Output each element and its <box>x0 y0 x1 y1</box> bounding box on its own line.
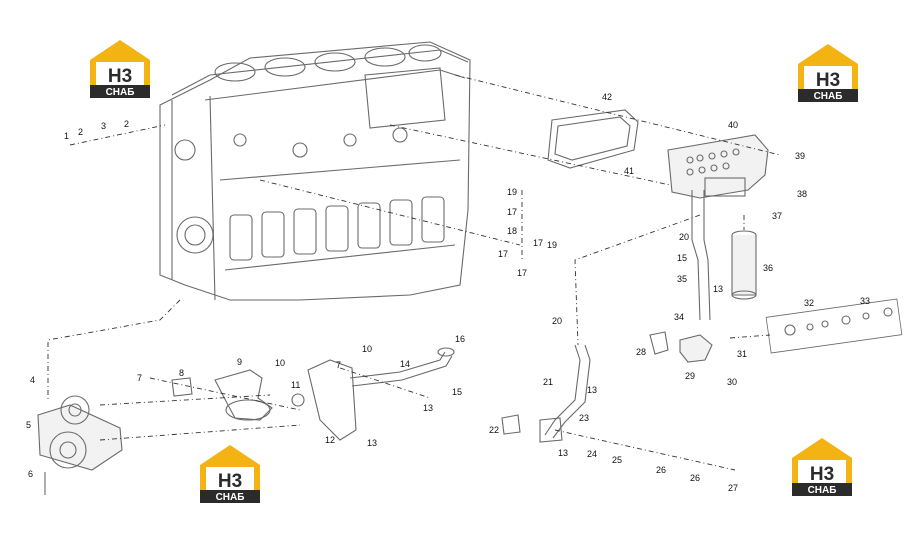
o-ring-11 <box>291 393 305 407</box>
callout: 6 <box>28 469 33 479</box>
callout: 41 <box>624 166 634 176</box>
oil-strainer <box>214 369 273 421</box>
logo-subtext: СНАБ <box>106 87 135 98</box>
oil-pipe-upper <box>691 190 701 321</box>
callout: 31 <box>737 349 747 359</box>
callout: 17 <box>533 238 543 248</box>
callout: 13 <box>423 403 433 413</box>
brand-logo: Н3 СНАБ <box>798 44 858 102</box>
bracket-28 <box>649 331 669 355</box>
callout: 13 <box>713 284 723 294</box>
leader-lines <box>47 74 781 471</box>
callout: 29 <box>685 371 695 381</box>
logo-subtext: СНАБ <box>814 91 843 102</box>
callout: 36 <box>763 263 773 273</box>
oil-pan-gasket <box>547 109 639 169</box>
callout: 11 <box>291 380 300 390</box>
callout: 23 <box>579 413 589 423</box>
callout: 2 <box>124 119 129 129</box>
callout: 14 <box>400 359 410 369</box>
engine-block <box>159 41 471 301</box>
callout: 27 <box>728 483 738 493</box>
callout: 4 <box>30 375 35 385</box>
callout: 19 <box>547 240 557 250</box>
callout: 21 <box>543 377 553 387</box>
logo-text: Н3 <box>810 464 834 485</box>
callout: 28 <box>636 347 646 357</box>
callout: 30 <box>727 377 737 387</box>
callout: 17 <box>498 249 508 259</box>
callout: 12 <box>325 435 335 445</box>
callout: 8 <box>179 368 184 378</box>
callout: 33 <box>860 296 870 306</box>
oil-filter <box>731 230 757 300</box>
callout-labels: 1 2 3 2 42 40 39 41 38 37 19 17 18 17 19… <box>26 92 870 493</box>
logo-text: Н3 <box>218 471 242 492</box>
logo-text: Н3 <box>108 66 132 87</box>
oil-pipe-lower <box>703 190 711 321</box>
callout: 32 <box>804 298 814 308</box>
callout: 19 <box>507 187 517 197</box>
callout: 26 <box>656 465 666 475</box>
logo-subtext: СНАБ <box>216 492 245 503</box>
callout: 25 <box>612 455 622 465</box>
adapter-fitting <box>679 334 713 363</box>
callout: 10 <box>275 358 285 368</box>
callout: 5 <box>26 420 31 430</box>
callout: 17 <box>517 268 527 278</box>
callout: 18 <box>507 226 517 236</box>
callout: 20 <box>679 232 689 242</box>
callout: 24 <box>587 449 597 459</box>
callout: 1 <box>64 131 69 141</box>
callout: 2 <box>78 127 83 137</box>
callout: 42 <box>602 92 612 102</box>
callout: 20 <box>552 316 562 326</box>
brand-logo: Н3 СНАБ <box>200 445 260 503</box>
callout: 13 <box>367 438 377 448</box>
gasket-22 <box>501 414 521 435</box>
callout: 16 <box>455 334 465 344</box>
oil-cooler-housing <box>667 134 769 199</box>
callout: 13 <box>558 448 568 458</box>
logo-subtext: СНАБ <box>808 485 837 496</box>
callout: 37 <box>772 211 782 221</box>
callout: 40 <box>728 120 738 130</box>
callout: 26 <box>690 473 700 483</box>
callout: 39 <box>795 151 805 161</box>
callout: 7 <box>336 360 341 370</box>
oil-tube-14 <box>349 351 446 379</box>
callout: 15 <box>677 253 687 263</box>
callout: 9 <box>237 357 242 367</box>
callout: 10 <box>362 344 372 354</box>
callout: 7 <box>137 373 142 383</box>
sensor-kit <box>765 298 903 354</box>
callout: 3 <box>101 121 106 131</box>
brand-logo: Н3 СНАБ <box>90 40 150 98</box>
callout: 38 <box>797 189 807 199</box>
suction-flange <box>539 417 563 443</box>
brand-logo: Н3 СНАБ <box>792 438 852 496</box>
logo-text: Н3 <box>816 70 840 91</box>
flange-16 <box>437 347 455 357</box>
support-bracket <box>307 359 357 441</box>
callout: 22 <box>489 425 499 435</box>
oil-pump <box>37 395 123 471</box>
callout: 35 <box>677 274 687 284</box>
callout: 13 <box>587 385 597 395</box>
suction-tube <box>544 344 581 436</box>
gasket-8 <box>171 377 193 397</box>
callout: 34 <box>674 312 684 322</box>
callout: 17 <box>507 207 517 217</box>
callout: 15 <box>452 387 462 397</box>
